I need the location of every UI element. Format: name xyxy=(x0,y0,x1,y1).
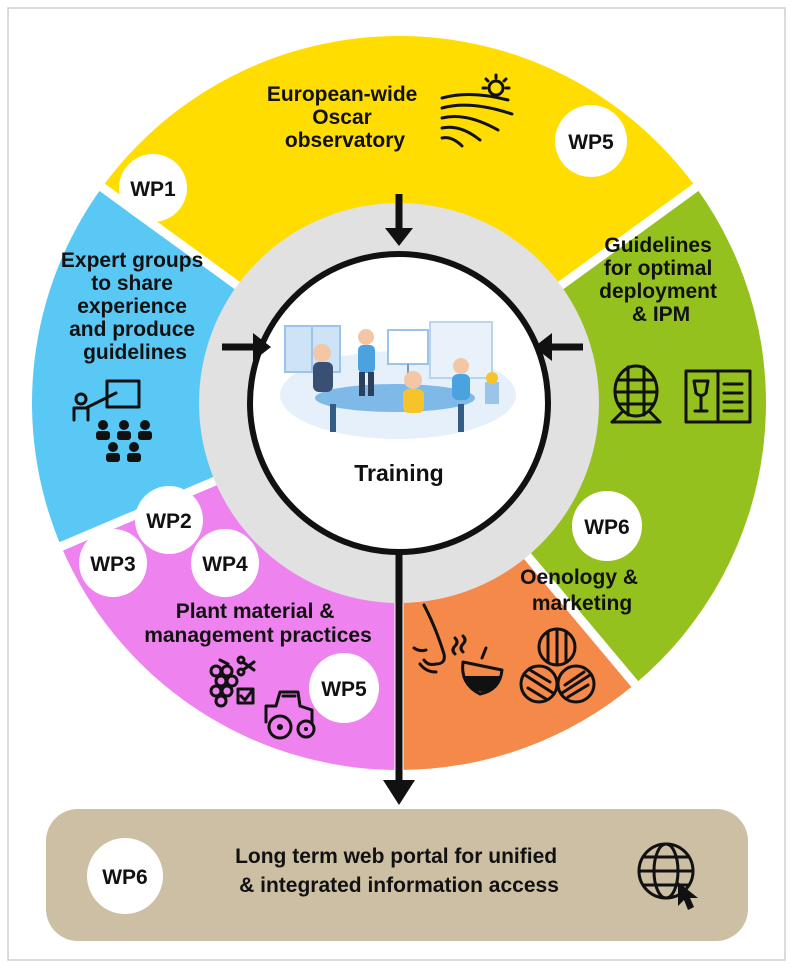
svg-text:WP6: WP6 xyxy=(102,866,148,889)
svg-text:WP5: WP5 xyxy=(321,678,367,701)
guidelines-label: Guidelines for optimal deployment & IPM xyxy=(599,234,723,326)
svg-text:WP3: WP3 xyxy=(90,553,136,576)
wp3-badge: WP3 xyxy=(79,529,147,597)
open-book-wine-icon xyxy=(684,369,752,424)
barrel-icon xyxy=(610,364,662,424)
expert-label: Expert groups to share experience and pr… xyxy=(61,249,209,364)
wp2-badge: WP2 xyxy=(135,486,203,554)
svg-text:WP6: WP6 xyxy=(584,516,630,539)
observatory-label: European-wide Oscar observatory xyxy=(267,83,423,152)
wp1-badge: WP1 xyxy=(119,154,187,222)
segment-separator-3 xyxy=(508,534,640,689)
wp4-badge: WP4 xyxy=(191,529,259,597)
arrowhead-down-top xyxy=(385,228,413,246)
segment-oenology xyxy=(399,537,635,770)
segment-expert xyxy=(31,187,258,547)
arrows xyxy=(222,194,583,805)
web-portal-box: WP6 Long term web portal for unified & i… xyxy=(46,809,748,941)
portal-label: Long term web portal for unified & integ… xyxy=(235,845,563,897)
svg-text:WP1: WP1 xyxy=(130,178,176,201)
arrowhead-left xyxy=(534,333,552,361)
segment-observatory xyxy=(102,35,696,301)
training-illustration xyxy=(280,321,516,439)
svg-text:WP4: WP4 xyxy=(202,553,248,576)
arrowhead-right xyxy=(253,333,271,361)
nose-smell-icon xyxy=(412,603,467,674)
sun-fields-icon xyxy=(440,73,514,148)
wine-glass-icon xyxy=(461,646,504,696)
globe-click-icon xyxy=(637,842,698,910)
plant-label: Plant material & management practices xyxy=(144,600,372,647)
segment-separator-2 xyxy=(537,182,701,304)
training-label: Training xyxy=(354,460,443,486)
barrels-icon xyxy=(519,627,596,704)
arrowhead-down-bottom xyxy=(383,780,415,805)
grape-scissors-icon xyxy=(209,655,256,708)
wp5-top-badge: WP5 xyxy=(555,105,627,177)
tractor-icon xyxy=(264,690,316,740)
wp6-right-badge: WP6 xyxy=(572,491,642,561)
wp6-portal-badge xyxy=(87,838,163,914)
wp5-bottom-badge: WP5 xyxy=(309,653,379,723)
classroom-icon xyxy=(72,379,152,462)
checkbox-icon xyxy=(236,687,255,705)
svg-text:WP2: WP2 xyxy=(146,510,192,533)
svg-text:WP5: WP5 xyxy=(568,131,614,154)
oenology-label: Oenology & marketing xyxy=(520,566,644,615)
